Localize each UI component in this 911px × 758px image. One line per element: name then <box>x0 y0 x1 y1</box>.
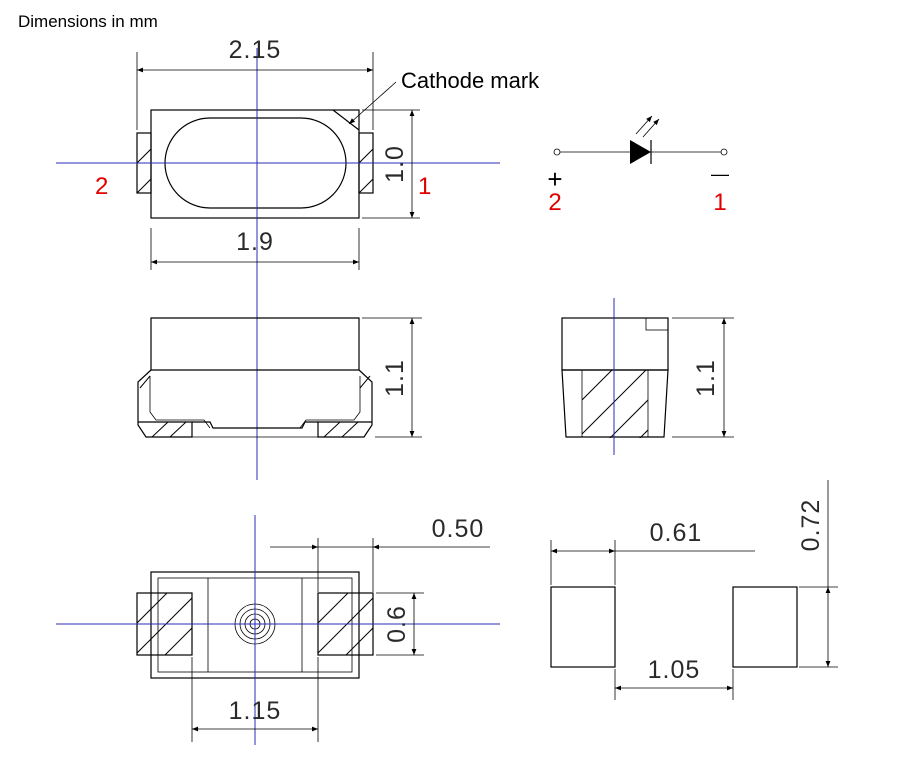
symbol-pin-right: 1 <box>713 189 726 216</box>
dim-pad-offset-label: 0.50 <box>432 515 485 543</box>
top-view: 2.15 Cathode mark 1.9 1.0 2 1 <box>56 36 540 480</box>
dim-body-length-label: 1.9 <box>236 228 274 256</box>
dim-pad-width-label: 0.6 <box>383 605 411 643</box>
dim-height-side-label: 1.1 <box>692 359 720 397</box>
front-view: 1.1 <box>137 317 422 438</box>
light-arrow-icon <box>642 118 660 138</box>
cathode-chamfer <box>332 109 360 131</box>
bottom-view: 0.50 0.6 1.15 <box>56 515 500 745</box>
light-arrow-icon <box>635 115 653 135</box>
plus-sign: + <box>547 164 562 194</box>
terminal-cathode <box>720 148 728 156</box>
front-base-right <box>151 369 373 438</box>
drawing-title: Dimensions in mm <box>18 12 158 31</box>
hatch-front <box>139 375 371 438</box>
side-view: 1.1 <box>561 298 734 455</box>
hatch-bottom-right <box>318 593 373 655</box>
hatch-bottom-left <box>137 593 192 655</box>
footprint-view: 0.61 0.72 1.05 <box>550 480 838 700</box>
front-lens-outline <box>150 317 360 370</box>
cathode-mark-label: Cathode mark <box>401 68 540 93</box>
diode-triangle-icon <box>630 140 651 164</box>
dim-pad-spacing-label: 1.15 <box>229 697 282 725</box>
footprint-pad-right <box>732 586 798 668</box>
pin-label-right: 1 <box>418 173 431 200</box>
dim-fp-pad-length-label: 0.61 <box>650 519 703 547</box>
hatch-top-right <box>359 148 373 193</box>
pin-label-left: 2 <box>95 173 108 200</box>
dim-height-front-label: 1.1 <box>381 359 409 397</box>
diode-symbol: + — 2 1 <box>547 115 729 216</box>
front-bottom-recess <box>192 421 318 429</box>
side-base-outline <box>561 369 669 438</box>
symbol-pin-left: 2 <box>548 189 561 216</box>
terminal-bend-right <box>299 376 361 429</box>
dim-fp-pad-height-label: 0.72 <box>797 499 825 552</box>
side-lens-outline <box>561 317 669 371</box>
terminal-anode <box>553 148 561 156</box>
dim-width-label: 1.0 <box>381 145 409 183</box>
terminal-bend-left <box>149 376 211 429</box>
minus-sign: — <box>711 164 729 184</box>
cathode-leader <box>348 81 397 125</box>
dim-length-label: 2.15 <box>229 36 282 64</box>
side-cathode-notch <box>645 317 669 331</box>
footprint-pad-left <box>550 586 616 668</box>
dim-fp-spacing-label: 1.05 <box>648 656 701 684</box>
hatch-top-left <box>137 148 151 193</box>
